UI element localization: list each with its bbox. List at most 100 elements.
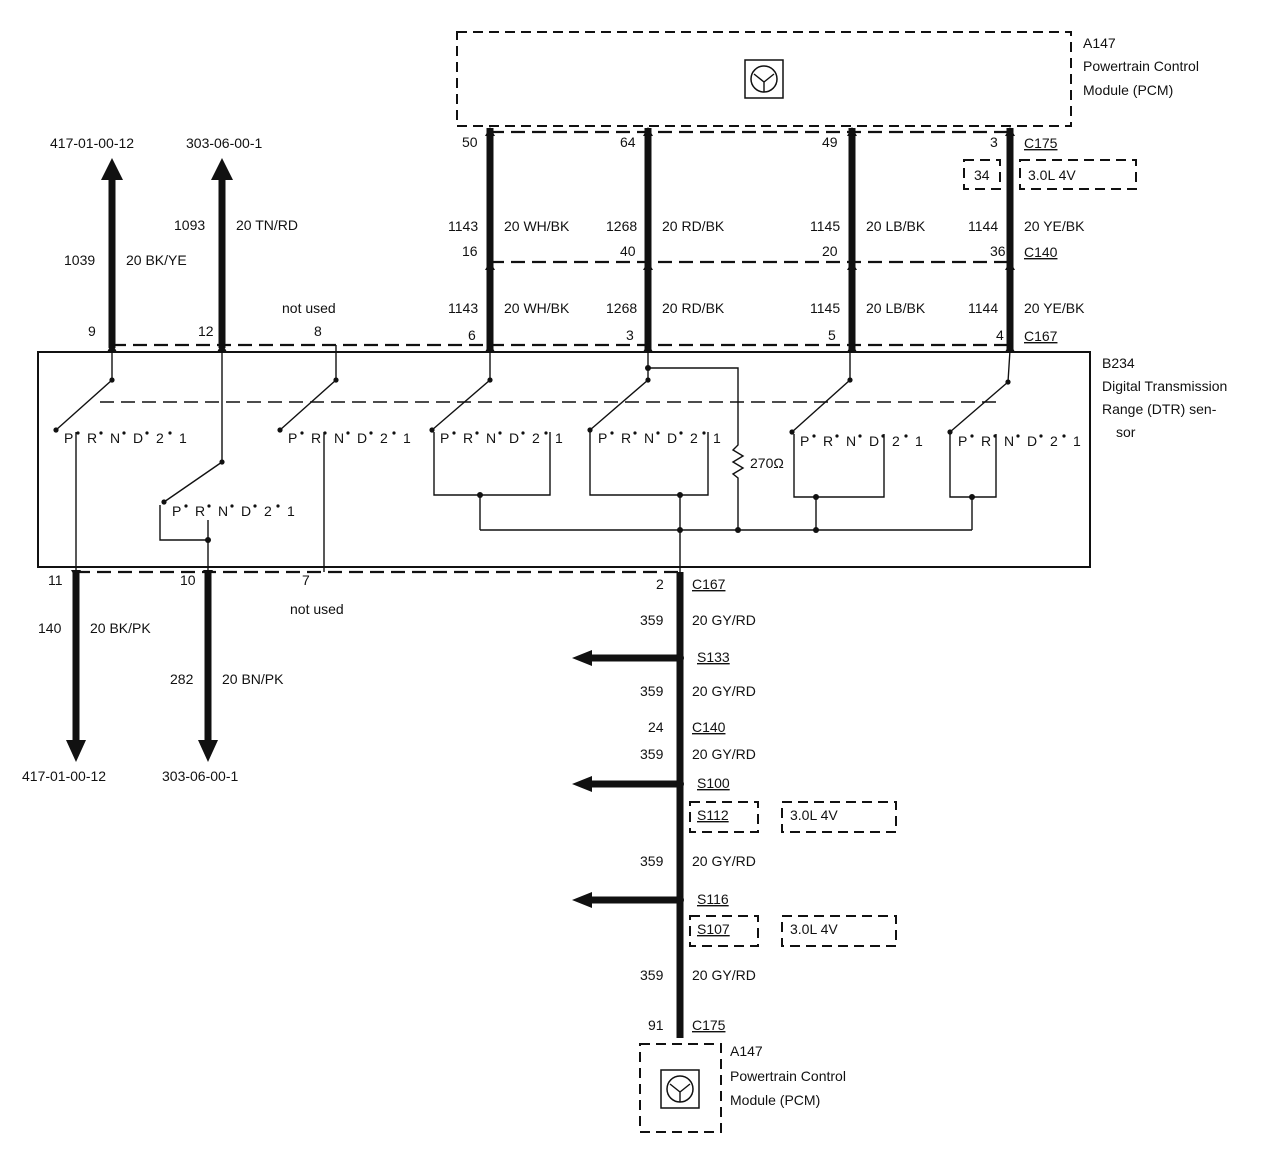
switch-position-dot <box>99 431 103 435</box>
upper-wire-pcm-pin: 64 <box>620 134 636 150</box>
pcm-module-top: A147 Powertrain Control Module (PCM) <box>456 31 1199 127</box>
switch-position-label: D <box>357 430 367 446</box>
gp-c175-label: C175 <box>692 1017 726 1033</box>
switch-position-label: R <box>823 433 833 449</box>
left-down-pin: 11 <box>48 572 63 588</box>
s112-box <box>689 801 759 833</box>
switch-position-dot <box>369 431 373 435</box>
upper-wire-c167-pin: 3 <box>626 327 634 343</box>
switch-position-label: R <box>981 433 991 449</box>
switch-position-dot <box>184 504 188 508</box>
upper-wire-circuit: 1145 <box>810 218 840 234</box>
switch-position-dot <box>145 431 149 435</box>
gp-s112: S112 <box>697 807 729 823</box>
switch-position-label: N <box>218 503 228 519</box>
upper-wire-pcm-pin: 3 <box>990 134 998 150</box>
upper-wire-low-arrow-icon <box>485 343 495 352</box>
switch-wiper <box>55 379 113 431</box>
ground-path: 2 C167 359 20 GY/RD S133 359 20 GY/RD 24… <box>572 572 897 1038</box>
switch-position-dot <box>970 434 974 438</box>
switch-position-label: 2 <box>156 430 164 446</box>
c167-label-top: C167 <box>1024 328 1058 344</box>
pcm-module-icon <box>744 59 784 99</box>
switch-position-label: N <box>644 430 654 446</box>
dtr-name-3: sor <box>1116 424 1136 440</box>
upper-wire-low-arrow-icon <box>1005 343 1015 352</box>
pcm-bottom-name-1: Powertrain Control <box>730 1068 846 1084</box>
switch-position-label: N <box>846 433 856 449</box>
switch-position-label: D <box>1027 433 1037 449</box>
unused-top-label: not used <box>282 300 336 316</box>
upper-wire-circuit: 1143 <box>448 218 478 234</box>
switch-contact <box>947 429 953 435</box>
dtr-sensor: B234 Digital Transmission Range (DTR) se… <box>37 351 1227 568</box>
gp-seg4-color: 20 GY/RD <box>692 853 756 869</box>
upper-wire-color: 20 LB/BK <box>866 218 926 234</box>
switch-output-trace <box>589 432 709 496</box>
switch-position-dot <box>1062 434 1066 438</box>
left-up-color: 20 TN/RD <box>236 217 298 233</box>
upper-wire-top-arrow-icon <box>643 127 653 136</box>
left-down-arrow-icon <box>66 740 86 762</box>
upper-wire-color-2: 20 YE/BK <box>1024 300 1085 316</box>
gp-s107: S107 <box>697 921 730 937</box>
s133-arrow-icon <box>572 650 592 666</box>
switch-position-dot <box>812 434 816 438</box>
pcm-top-name-2: Module (PCM) <box>1083 82 1173 98</box>
trace-junction <box>205 537 211 543</box>
resistor-label: 270Ω <box>750 455 784 471</box>
left-up-ref: 417-01-00-12 <box>50 135 134 151</box>
left-down-color: 20 BN/PK <box>222 671 284 687</box>
switch-contact <box>429 427 435 433</box>
dtr-ref: B234 <box>1102 355 1135 371</box>
upper-wire-circuit-2: 1144 <box>968 300 998 316</box>
upper-wire-c167-pin: 4 <box>996 327 1004 343</box>
switch-position-label: D <box>667 430 677 446</box>
switch-position-dot <box>521 431 525 435</box>
left-up-arrow-icon <box>101 158 123 180</box>
left-down-color: 20 BK/PK <box>90 620 151 636</box>
upper-wire-mid-arrow-icon <box>847 261 857 270</box>
switch-wiper <box>163 461 223 503</box>
pcm-top-ref: A147 <box>1083 35 1116 51</box>
upper-wire-color: 20 RD/BK <box>662 218 725 234</box>
switch-wiper <box>589 379 649 431</box>
pcm-top-outline <box>456 31 1072 127</box>
switch-position-dot <box>1016 434 1020 438</box>
upper-wire-top-arrow-icon <box>1005 127 1015 136</box>
gp-seg2-color: 20 GY/RD <box>692 683 756 699</box>
gp-c167-pin: 2 <box>656 576 664 592</box>
switch-position-dot <box>702 431 706 435</box>
switch-position-label: P <box>64 430 73 446</box>
upper-wire-mid-arrow-icon <box>485 261 495 270</box>
switch-contact <box>587 427 593 433</box>
gp-c167-label: C167 <box>692 576 726 592</box>
switch-position-dot <box>679 431 683 435</box>
pcm-bottom-ref: A147 <box>730 1043 763 1059</box>
c140-label-top: C140 <box>1024 244 1058 260</box>
gp-c175-pin: 91 <box>648 1017 664 1033</box>
gp-seg3-circuit: 359 <box>640 746 664 762</box>
switch-position-dot <box>346 431 350 435</box>
switch-position-label: D <box>509 430 519 446</box>
left-up-pin: 9 <box>88 323 96 339</box>
switch-position-label: N <box>1004 433 1014 449</box>
dtr-sensor-outline <box>37 351 1091 568</box>
upper-wire-c140-pin: 16 <box>462 243 478 259</box>
left-down-pin-arrow-icon <box>71 570 81 579</box>
switch-position-dot <box>392 431 396 435</box>
switch-position-label: R <box>195 503 205 519</box>
unused-top-pin: 8 <box>314 323 322 339</box>
switch-position-dot <box>253 504 257 508</box>
switch-wiper <box>949 381 1009 433</box>
switch-position-label: N <box>334 430 344 446</box>
switch-wiper <box>279 379 337 431</box>
switch-position-label: R <box>87 430 97 446</box>
gp-splice1: S133 <box>697 649 730 665</box>
left-up-pin: 12 <box>198 323 214 339</box>
trace-junction <box>477 492 483 498</box>
